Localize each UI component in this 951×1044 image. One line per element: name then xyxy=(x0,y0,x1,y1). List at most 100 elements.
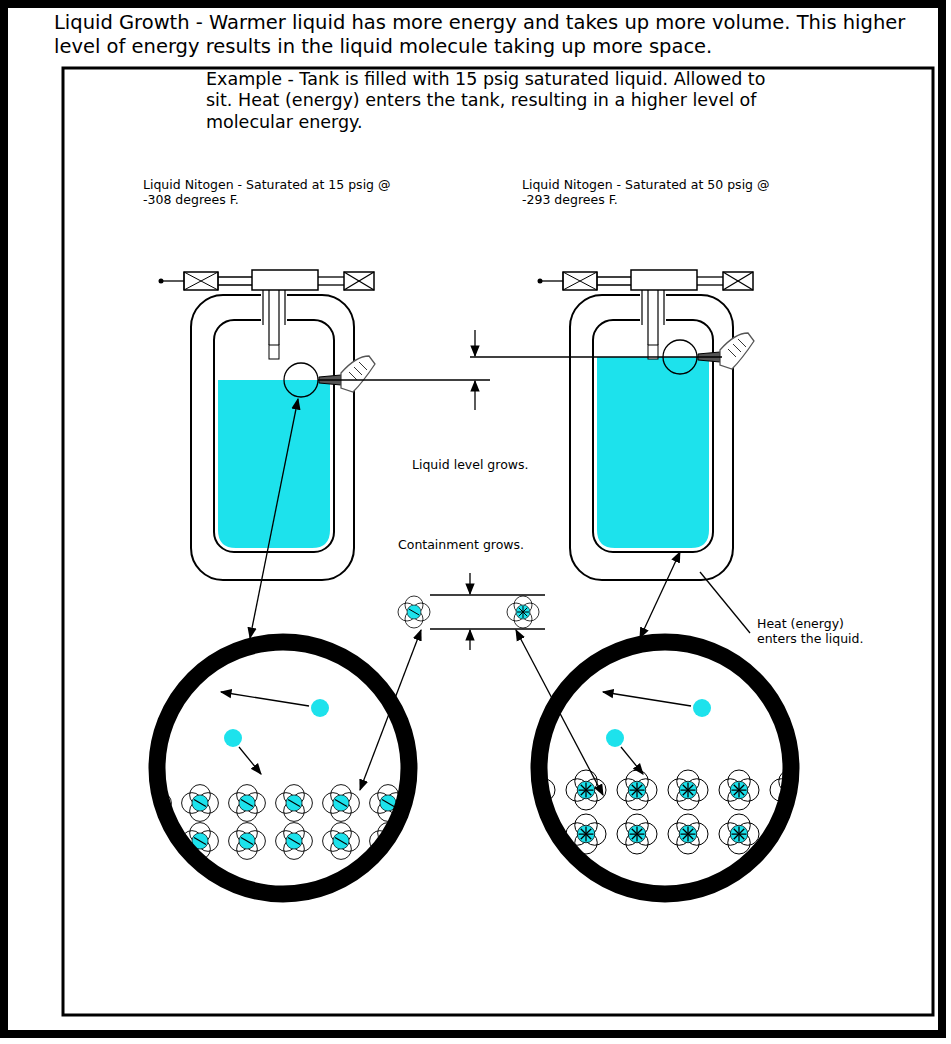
free-molecule xyxy=(693,699,711,717)
manifold-block xyxy=(631,270,697,290)
manifold-block xyxy=(252,270,318,290)
containment-dimension xyxy=(398,573,545,650)
energy-stroke xyxy=(790,833,798,834)
extension-line xyxy=(430,628,545,629)
vent-line xyxy=(540,280,563,281)
energy-stroke xyxy=(335,838,341,841)
energy-stroke xyxy=(200,803,206,806)
molecule-shell xyxy=(788,823,811,846)
energy-stroke xyxy=(734,829,739,834)
molecule xyxy=(182,785,219,822)
focus-circle xyxy=(284,363,318,397)
gauge-grip xyxy=(359,362,367,370)
energy-stroke xyxy=(637,829,642,834)
energy-stroke xyxy=(341,841,347,844)
energy-stroke xyxy=(294,803,300,806)
molecule-core xyxy=(577,825,595,843)
label: Liquid level grows. xyxy=(412,457,572,472)
molecule xyxy=(668,814,708,854)
dimension-arrow xyxy=(469,573,470,594)
energy-stroke xyxy=(414,612,419,615)
molecule xyxy=(323,785,360,822)
valve-symbol xyxy=(344,272,374,290)
magnified-view xyxy=(515,642,810,894)
molecule-core xyxy=(526,825,544,843)
energy-stroke xyxy=(534,834,535,842)
extension-line xyxy=(318,379,490,380)
molecule-core xyxy=(679,825,697,843)
molecule xyxy=(229,785,266,822)
dewar-tank xyxy=(538,270,755,580)
energy-stroke xyxy=(335,800,341,803)
energy-stroke xyxy=(153,841,159,844)
leader-line xyxy=(700,572,750,633)
label: Example - Tank is filled with 15 psig sa… xyxy=(206,69,766,133)
energy-stroke xyxy=(637,834,642,839)
molecule xyxy=(719,770,759,810)
valve-symbol xyxy=(344,272,374,290)
extension-line xyxy=(430,594,545,595)
vent-line xyxy=(161,280,184,281)
energy-stroke xyxy=(632,785,637,790)
energy-stroke xyxy=(581,834,586,839)
molecule-core xyxy=(628,825,646,843)
energy-stroke xyxy=(734,790,739,795)
pointer-arrow xyxy=(250,399,298,638)
molecule xyxy=(617,770,657,810)
view-ring xyxy=(539,642,791,894)
vent-end xyxy=(159,279,164,284)
energy-stroke xyxy=(586,829,591,834)
energy-stroke xyxy=(388,803,394,806)
energy-stroke xyxy=(519,612,523,616)
molecule-core xyxy=(239,795,255,811)
energy-stroke xyxy=(147,838,153,841)
extension-line xyxy=(470,356,722,357)
motion-arrow xyxy=(621,747,643,774)
molecule-core xyxy=(730,825,748,843)
energy-stroke xyxy=(683,790,688,795)
energy-stroke xyxy=(789,834,790,842)
pipe-line xyxy=(697,276,723,277)
pipe-line xyxy=(597,276,631,277)
pointer-arrow xyxy=(360,630,421,790)
pipe-line xyxy=(218,276,252,277)
tank-outer-shell xyxy=(191,295,354,580)
energy-stroke xyxy=(632,829,637,834)
pipe-line xyxy=(318,276,344,277)
energy-stroke xyxy=(683,829,688,834)
valve-body xyxy=(563,272,597,290)
molecule-shell xyxy=(524,832,547,855)
energy-stroke xyxy=(586,790,591,795)
molecule-core xyxy=(239,833,255,849)
pipe-line xyxy=(597,284,631,285)
gauge-hand xyxy=(720,333,754,369)
energy-stroke xyxy=(632,834,637,839)
energy-stroke xyxy=(535,829,540,834)
pipe-line xyxy=(647,290,648,345)
gauge-hand xyxy=(341,356,375,392)
gauge-grip xyxy=(349,372,357,380)
molecule xyxy=(507,596,539,628)
molecule-core xyxy=(286,795,302,811)
energy-stroke xyxy=(288,838,294,841)
energy-stroke xyxy=(739,829,744,834)
molecule-core xyxy=(333,833,349,849)
molecule-shell xyxy=(143,823,164,844)
energy-stroke xyxy=(288,800,294,803)
pipe-line xyxy=(318,284,344,285)
valve-body xyxy=(344,272,374,290)
molecule-core xyxy=(192,795,208,811)
molecule-shell xyxy=(779,832,802,855)
valve-body xyxy=(184,272,218,290)
energy-stroke xyxy=(739,834,744,839)
molecule-core xyxy=(516,605,530,619)
energy-stroke xyxy=(688,790,693,795)
free-molecule xyxy=(224,729,242,747)
energy-stroke xyxy=(785,829,790,834)
tank-outer-shell xyxy=(570,295,733,580)
energy-stroke xyxy=(241,800,247,803)
energy-stroke xyxy=(194,838,200,841)
molecule-core xyxy=(286,833,302,849)
label: Liquid Nitogen - Saturated at 50 psig @ … xyxy=(522,177,772,208)
valve-body xyxy=(723,272,753,290)
